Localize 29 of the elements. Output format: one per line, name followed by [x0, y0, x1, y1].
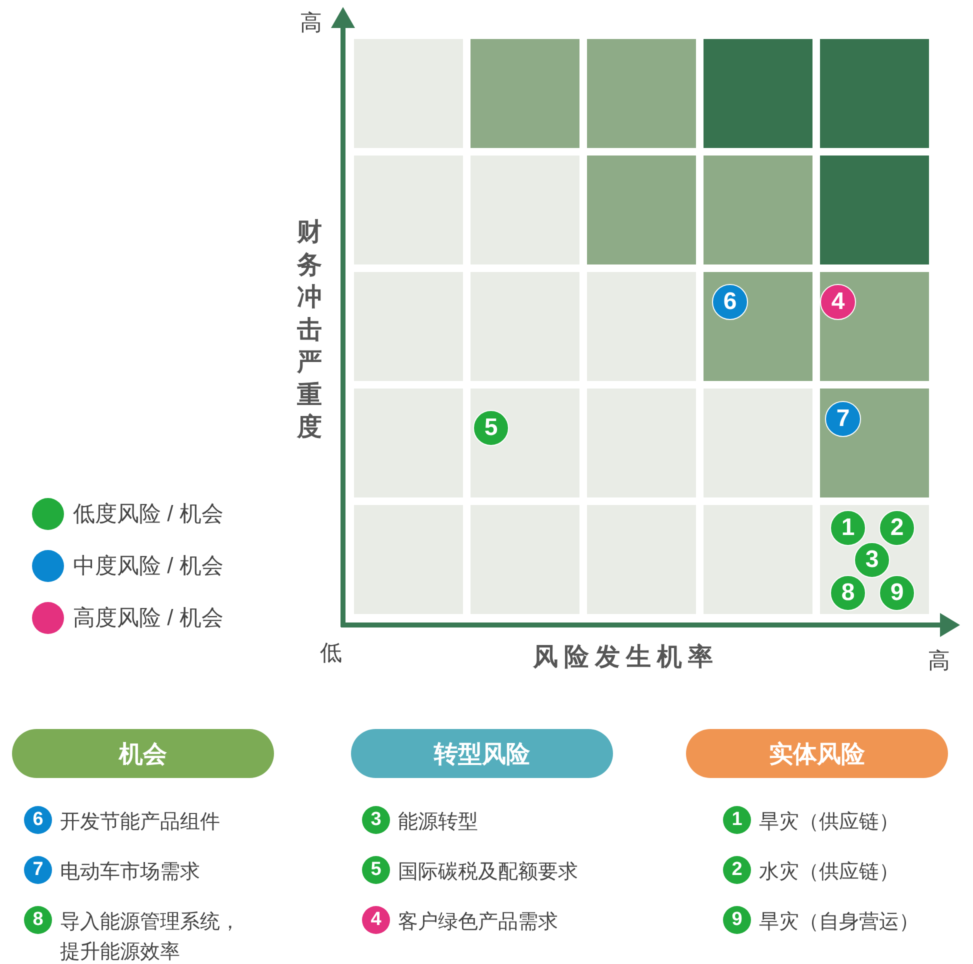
category-header: 机会: [12, 729, 274, 778]
number-badge: 3: [362, 806, 390, 834]
legend-label: 低度风险 / 机会: [73, 500, 224, 528]
number-badge: 9: [723, 906, 751, 934]
number-badge: 4: [362, 906, 390, 934]
item-label: 电动车市场需求: [60, 860, 201, 885]
axis-end-label: 高: [300, 9, 322, 37]
axis-title: 财务冲击严重度: [297, 217, 322, 443]
number-badge: 7: [24, 856, 52, 884]
item-label: 旱灾（自身营运）: [759, 910, 920, 935]
legend-label: 高度风险 / 机会: [73, 604, 224, 632]
item-label: 水灾（供应链）: [759, 860, 900, 885]
number-badge: 6: [24, 806, 52, 834]
item-label: 客户绿色产品需求: [398, 910, 559, 935]
item-label: 国际碳税及配额要求: [398, 860, 579, 885]
number-badge: 5: [362, 856, 390, 884]
number-badge: 1: [723, 806, 751, 834]
axis-end-label: 低: [320, 639, 342, 667]
item-label: 旱灾（供应链）: [759, 810, 900, 835]
number-badge: 2: [723, 856, 751, 884]
category-header: 转型风险: [351, 729, 613, 778]
item-label: 导入能源管理系统，提升能源效率: [60, 910, 241, 964]
number-badge: 8: [24, 906, 52, 934]
item-label: 能源转型: [398, 810, 479, 835]
legend-label: 中度风险 / 机会: [73, 552, 224, 580]
axis-end-label: 高: [928, 647, 950, 675]
category-header: 实体风险: [686, 729, 948, 778]
axis-title: 风险发生机率: [533, 642, 719, 673]
item-label: 开发节能产品组件: [60, 810, 221, 835]
